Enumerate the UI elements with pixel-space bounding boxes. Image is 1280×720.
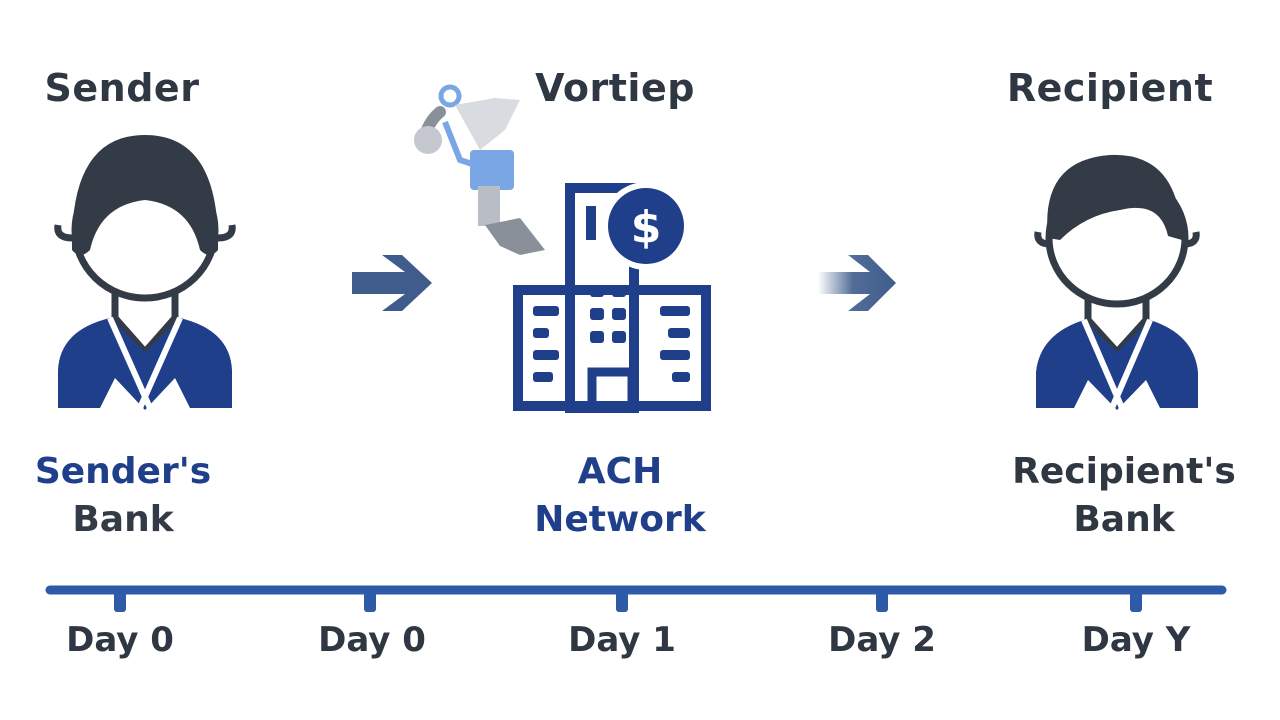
ach-network-label: ACH Network xyxy=(505,448,735,544)
sender-bank-line1: Sender's xyxy=(34,451,212,492)
ach-network-line1: ACH xyxy=(577,451,663,492)
recipient-person-icon xyxy=(1034,154,1200,410)
middle-heading: Vortiep xyxy=(535,66,695,110)
timeline-tick xyxy=(616,590,628,612)
arrow-right-icon xyxy=(352,255,432,311)
timeline-day-label: Day 0 xyxy=(66,620,174,660)
timeline-day-label: Day Y xyxy=(1081,620,1191,660)
arrow-right-icon xyxy=(818,255,896,311)
timeline-day-label: Day 1 xyxy=(568,620,676,660)
recipient-heading: Recipient xyxy=(1006,66,1214,110)
timeline-tick xyxy=(114,590,126,612)
ach-network-line2: Network xyxy=(534,499,706,540)
recipient-bank-label: Recipient's Bank xyxy=(1000,448,1248,544)
dollar-coin-icon: $ xyxy=(602,182,690,270)
sender-bank-line2: Bank xyxy=(72,499,174,540)
timeline-tick xyxy=(364,590,376,612)
robot-arm-icon xyxy=(414,84,545,255)
timeline-day-label: Day 0 xyxy=(318,620,426,660)
sender-person-icon xyxy=(54,135,236,410)
bank-building-icon xyxy=(513,183,711,413)
sender-heading: Sender xyxy=(44,66,200,110)
svg-text:$: $ xyxy=(631,202,662,253)
recipient-bank-line1: Recipient's xyxy=(1012,451,1236,492)
timeline-tick xyxy=(876,590,888,612)
sender-bank-label: Sender's Bank xyxy=(10,448,236,544)
recipient-bank-line2: Bank xyxy=(1073,499,1175,540)
timeline-day-label: Day 2 xyxy=(828,620,936,660)
timeline-tick xyxy=(1130,590,1142,612)
timeline xyxy=(45,585,1227,612)
